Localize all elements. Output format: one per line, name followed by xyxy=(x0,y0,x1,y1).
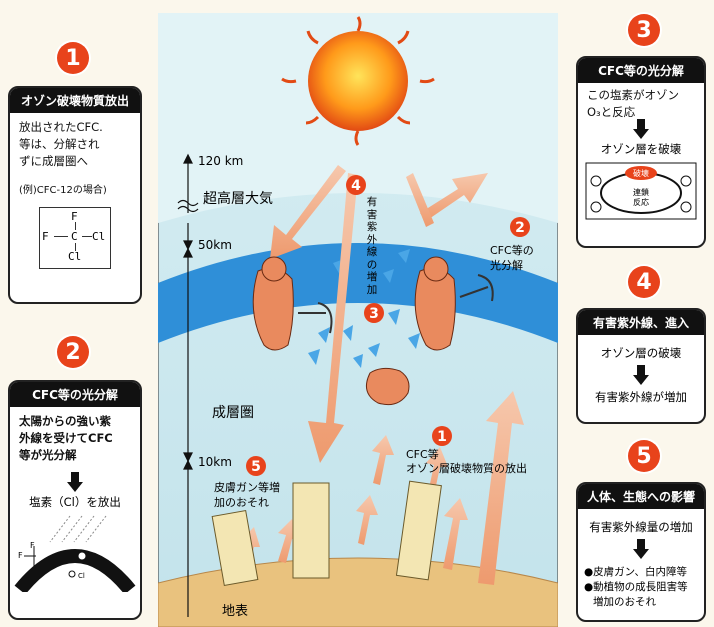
panel-cfc-photolysis: CFC等の光分解 太陽からの強い紫 外線を受けてCFC 等が光分解 塩素（Cl）… xyxy=(8,380,142,620)
panel3-title: CFC等の光分解 xyxy=(578,58,704,83)
svg-text:5: 5 xyxy=(251,459,261,475)
atmosphere-scene: 4 2 3 1 5 xyxy=(158,13,558,627)
panel5-title: 人体、生態への影響 xyxy=(578,484,704,509)
sun-icon xyxy=(281,16,435,146)
chlorine-creature xyxy=(365,367,410,406)
panel4-title: 有害紫外線、進入 xyxy=(578,310,704,335)
panel1-title: オゾン破壊物質放出 xyxy=(10,88,140,113)
cfc12-molecule: F F C Cl Cl xyxy=(39,207,111,269)
panel3-number-badge: 3 xyxy=(628,14,660,46)
altitude-50-label: 50km xyxy=(198,238,232,252)
cfc-photolysis-label: CFC等の光分解 xyxy=(490,244,534,272)
panel3-down-arrow xyxy=(633,119,649,139)
panel5-down-arrow xyxy=(633,539,649,559)
svg-text:Cl: Cl xyxy=(78,572,85,580)
skin-cancer-label: 皮膚ガン等増加のおそれ xyxy=(214,481,280,509)
uv-amount-increase-text: 有害紫外線量の増加 xyxy=(589,520,693,534)
altitude-10-label: 10km xyxy=(198,455,232,469)
cfc-demon-right xyxy=(414,256,494,351)
ozone-destroy-text: オゾン層を破壊 xyxy=(600,142,682,156)
panel4-number-badge: 4 xyxy=(628,266,660,298)
svg-text:1: 1 xyxy=(437,429,447,445)
cfc-demon-left xyxy=(252,256,333,351)
ozone-layer xyxy=(158,243,558,343)
svg-text:4: 4 xyxy=(351,178,361,194)
panel-chlorine-reaction: CFC等の光分解 この塩素がオゾン O₃と反応 オゾン層を破壊 破壊 連鎖 反応 xyxy=(576,56,706,248)
panel2-title: CFC等の光分解 xyxy=(10,382,140,407)
svg-text:F: F xyxy=(30,541,35,550)
surface-label: 地表 xyxy=(222,604,249,619)
altitude-120-label: 120 km xyxy=(198,154,244,168)
svg-text:2: 2 xyxy=(515,220,525,236)
panel-ozone-depleting-release: オゾン破壊物質放出 放出されたCFC. 等は、分解され ずに成層圏へ (例)CF… xyxy=(8,86,142,304)
panel-harmful-uv-entry: 有害紫外線、進入 オゾン層の破壊 有害紫外線が増加 xyxy=(576,308,706,424)
upper-atmosphere-label: 超高層大気 xyxy=(203,191,273,207)
ozone-destruction-text: オゾン層の破壊 xyxy=(600,346,682,360)
scene-badges: 4 2 3 1 5 xyxy=(246,175,530,476)
ozone-fragments xyxy=(308,249,420,368)
panel2-number-badge: 2 xyxy=(57,336,89,368)
svg-text:F: F xyxy=(18,551,23,560)
buildings xyxy=(211,480,442,586)
svg-text:3: 3 xyxy=(369,306,379,322)
uv-arrow-left xyxy=(270,165,346,259)
svg-text:連鎖: 連鎖 xyxy=(633,187,649,197)
stratosphere-label: 成層圏 xyxy=(212,405,254,421)
release-label: CFC等オゾン層破壊物質の放出 xyxy=(406,448,527,475)
chain-reaction-figure: 破壊 連鎖 反応 xyxy=(585,162,697,220)
panel5-number-badge: 5 xyxy=(628,440,660,472)
svg-text:反応: 反応 xyxy=(633,197,649,207)
uv-arrow-center xyxy=(308,173,358,463)
panel1-number-badge: 1 xyxy=(57,42,89,74)
altitude-axis xyxy=(177,153,199,617)
cfc12-example: (例)CFC-12の場合) xyxy=(19,185,107,196)
uv-arrow-reflect xyxy=(420,173,488,221)
panel2-down-arrow xyxy=(67,472,83,492)
uv-increase-text: 有害紫外線が増加 xyxy=(595,390,687,404)
effects-list: ●皮膚ガン、白内障等 ●動植物の成長阻害等 増加のおそれ xyxy=(584,566,688,608)
uv-increase-label: 有害紫外線の増加 xyxy=(366,196,378,296)
svg-text:破壊: 破壊 xyxy=(633,168,649,178)
panel4-down-arrow xyxy=(633,365,649,385)
panel-health-eco-impact: 人体、生態への影響 有害紫外線量の増加 ●皮膚ガン、白内障等 ●動植物の成長阻害… xyxy=(576,482,706,622)
earth-uv-figure: F F Cl xyxy=(14,515,136,592)
chlorine-release-text: 塩素（Cl）を放出 xyxy=(29,495,121,509)
